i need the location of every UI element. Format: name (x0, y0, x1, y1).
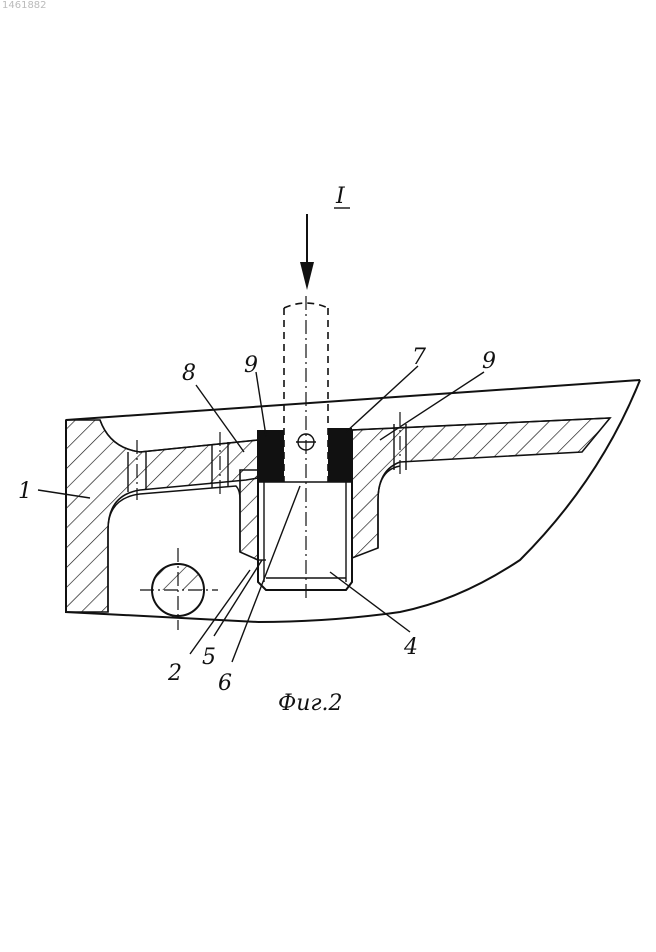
cavity-left (108, 486, 240, 612)
seal-ring-left (258, 430, 284, 482)
label-5: 5 (202, 645, 216, 670)
label-9-right: 9 (482, 349, 496, 374)
label-1: 1 (18, 479, 32, 504)
section-mark: I (335, 184, 346, 209)
doc-number: 1461882 (2, 0, 47, 11)
label-7: 7 (412, 345, 426, 370)
housing-wall-left (240, 470, 258, 560)
label-4: 4 (403, 635, 418, 660)
force-arrow-head (300, 262, 314, 290)
label-6: 6 (218, 671, 232, 696)
label-2: 2 (167, 661, 182, 686)
seal-ring-right (328, 428, 352, 482)
figure-caption: Фиг.2 (278, 691, 343, 716)
label-8: 8 (182, 361, 196, 386)
pin-dashed (284, 296, 328, 600)
label-9-left: 9 (244, 353, 258, 378)
housing-section-right (352, 418, 610, 558)
